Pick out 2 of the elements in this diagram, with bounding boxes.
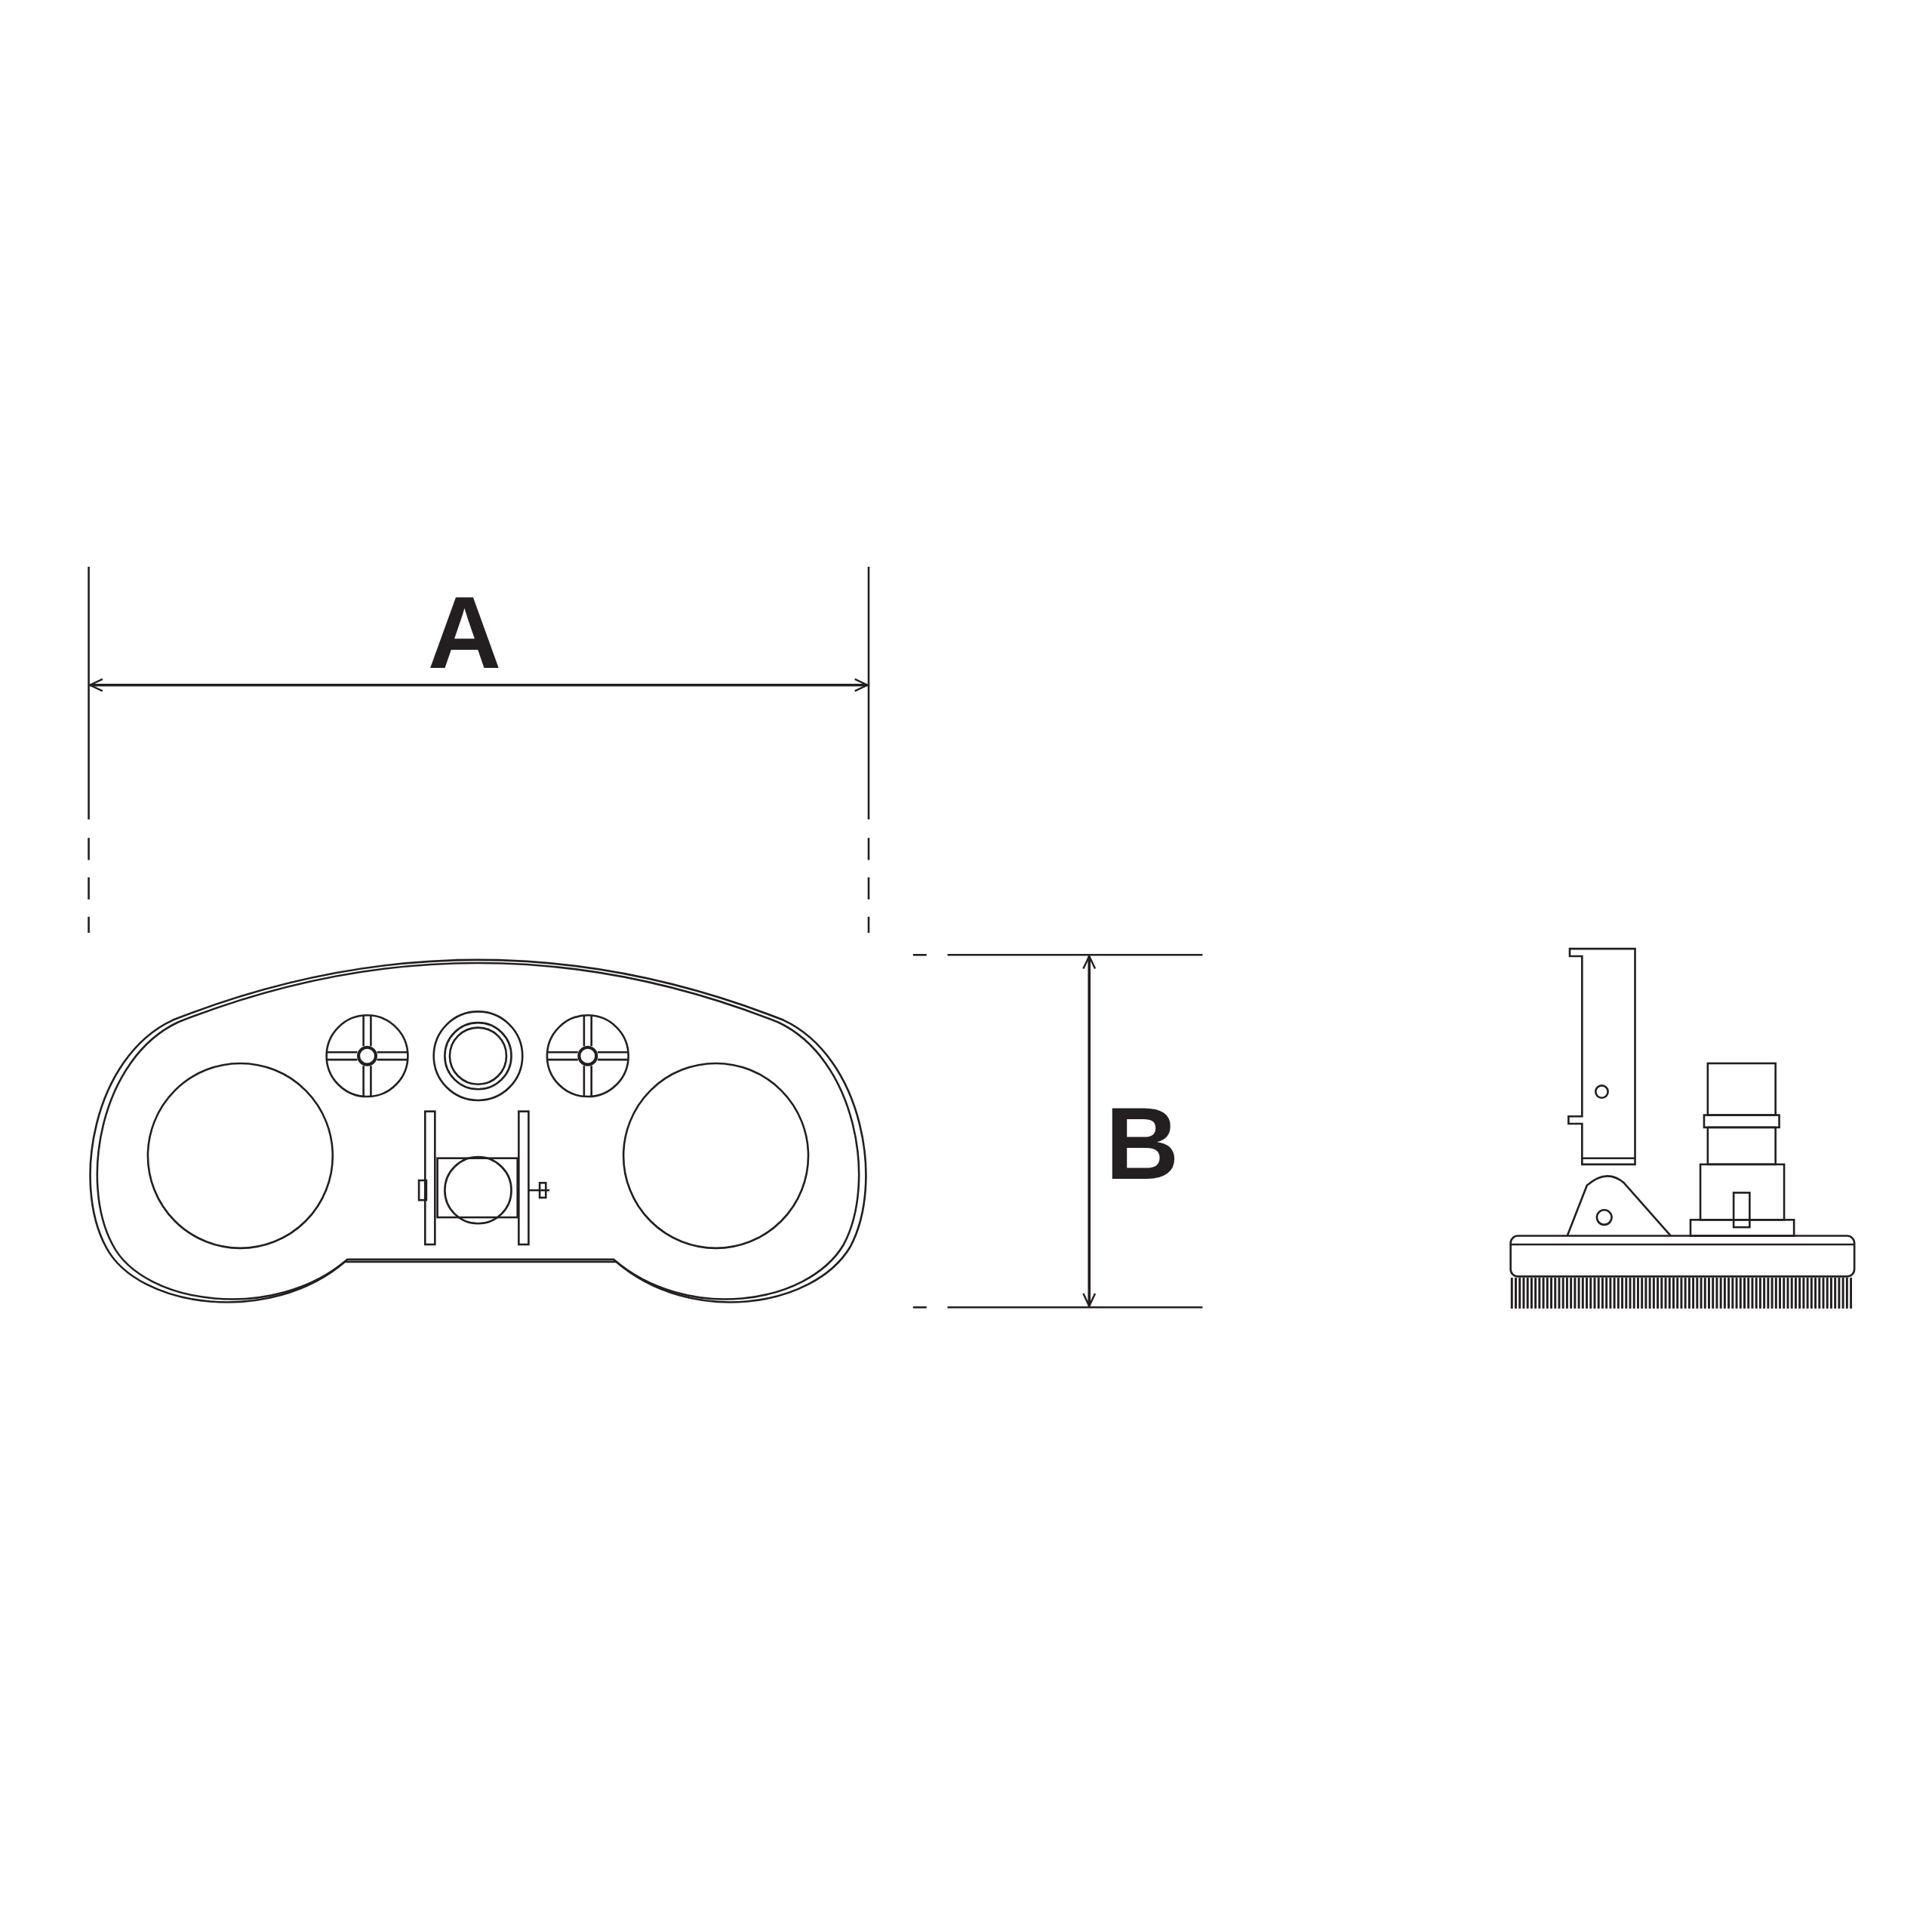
dimension-label: B [1105,1092,1180,1195]
dimension-label: A [427,581,502,684]
